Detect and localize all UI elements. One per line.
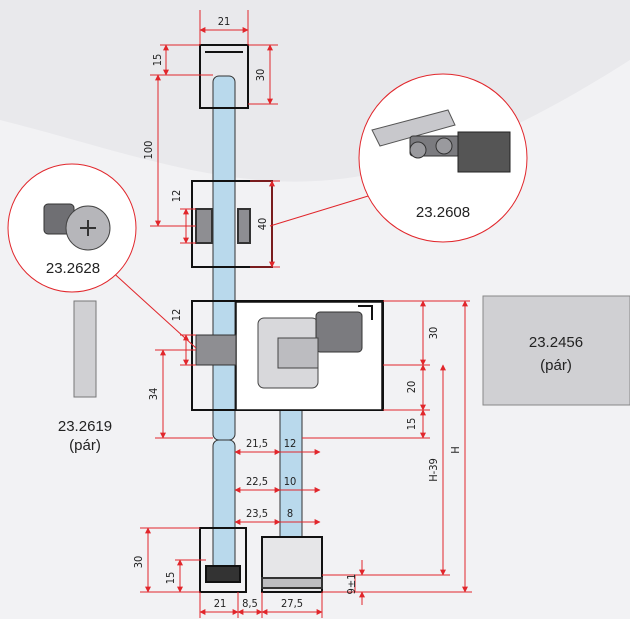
dim-right-15: 15 (405, 418, 418, 431)
dim-bottom-27-5: 27,5 (281, 597, 303, 610)
callout-circle-2608 (358, 73, 528, 243)
dim-top-width: 21 (218, 15, 231, 28)
dim-row2-right: 10 (284, 475, 297, 488)
dim-row3-left: 23,5 (246, 507, 268, 520)
label-2619-sub: (pár) (69, 437, 101, 454)
dim-top-15: 15 (151, 54, 164, 67)
seal-strip-2619 (73, 300, 97, 398)
carriage-assembly-icon (371, 109, 511, 173)
label-2619: 23.2619 (58, 418, 112, 435)
dim-h: H (449, 446, 462, 453)
dim-row2-left: 22,5 (246, 475, 268, 488)
dim-right-30: 30 (427, 327, 440, 340)
dim-mid-12: 12 (170, 190, 183, 203)
dim-bottom-21: 21 (214, 597, 227, 610)
screw-fitting-icon (43, 203, 111, 251)
dim-bottom-30: 30 (132, 556, 145, 569)
dimension-lines (107, 10, 472, 618)
dim-bottom-9: 9±1 (345, 574, 358, 595)
label-2628: 23.2628 (46, 260, 100, 277)
dim-row1-left: 21,5 (246, 437, 268, 450)
background-swoosh (0, 0, 630, 182)
dim-row3-right: 8 (287, 507, 293, 520)
glass-pane-lower (212, 439, 236, 571)
end-cap-2456 (482, 295, 630, 406)
dim-h-39: H-39 (427, 458, 440, 482)
dim-bottom-15: 15 (164, 572, 177, 585)
dim-top-30: 30 (254, 69, 267, 82)
dim-34: 34 (147, 388, 160, 401)
top-profile (199, 44, 249, 109)
dim-row1-right: 12 (284, 437, 297, 450)
bottom-profile (199, 527, 323, 593)
dim-100: 100 (142, 141, 155, 160)
dim-lower-12: 12 (170, 309, 183, 322)
dim-40: 40 (256, 218, 269, 231)
dim-right-20: 20 (405, 381, 418, 394)
glass-pane-upper (212, 75, 236, 441)
label-2456-sub: (pár) (540, 357, 572, 374)
label-2456: 23.2456 (529, 334, 583, 351)
dim-bottom-8-5: 8,5 (242, 597, 258, 610)
label-2608: 23.2608 (416, 204, 470, 221)
